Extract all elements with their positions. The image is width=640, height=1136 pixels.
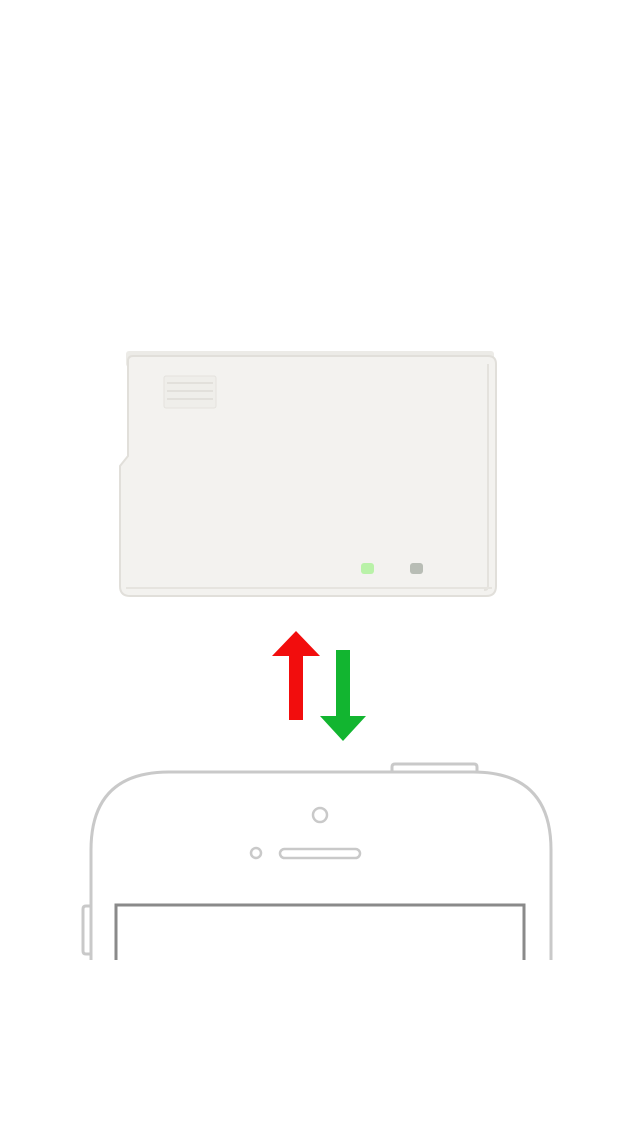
phone-screen xyxy=(114,903,526,960)
front-camera-icon xyxy=(311,806,329,824)
card-reader-body xyxy=(119,355,497,597)
speaker-icon xyxy=(278,847,362,860)
smartphone-icon xyxy=(81,762,553,960)
card-reader-icon xyxy=(119,351,497,597)
led-indicator-icon xyxy=(410,563,423,574)
vent-grille-icon xyxy=(163,375,217,409)
led-indicator-icon xyxy=(361,563,374,574)
arrow-up-icon xyxy=(272,631,320,720)
arrow-down-icon xyxy=(320,650,366,741)
sensor-icon xyxy=(249,846,263,860)
